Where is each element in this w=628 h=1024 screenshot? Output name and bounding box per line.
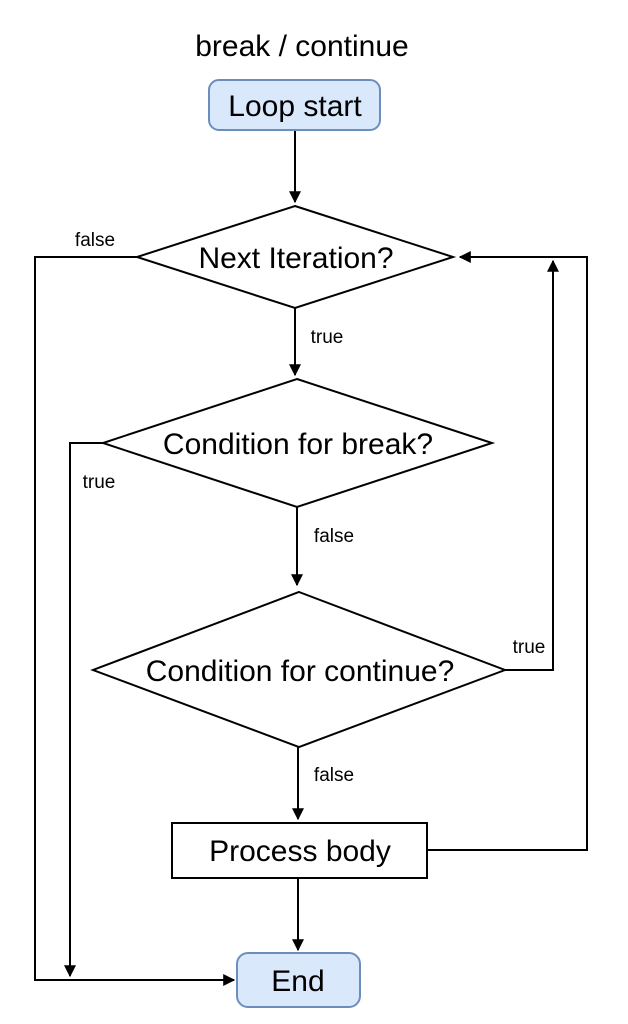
loop-start-shape [208, 79, 381, 131]
node-next-iteration: Next Iteration? [133, 204, 457, 310]
edge-nextiteration-false-to-end [34, 256, 236, 986]
loop-start-label: Loop start [228, 90, 362, 123]
edge-label-nextiteration-false: false [75, 230, 115, 251]
edge-conditionbreak-true-to-end [64, 442, 103, 978]
next-iteration-label: Next Iteration? [198, 242, 393, 275]
node-condition-continue: Condition for continue? [90, 590, 508, 749]
node-loop-start: Loop start [208, 79, 381, 131]
process-body-shape [171, 822, 428, 879]
end-label: End [271, 965, 324, 998]
condition-continue-label: Condition for continue? [146, 655, 455, 688]
diagram-title: break / continue [195, 30, 408, 63]
edge-label-conditionbreak-true: true [83, 472, 116, 493]
edge-processbody-to-nextiteration [427, 251, 588, 851]
process-body-label: Process body [209, 835, 391, 868]
condition-break-label: Condition for break? [163, 428, 433, 461]
edge-label-conditioncontinue-true: true [513, 637, 546, 658]
edge-conditioncontinue-true-to-nextiteration [505, 259, 559, 671]
node-process-body: Process body [171, 822, 428, 879]
edge-label-conditioncontinue-false: false [314, 765, 354, 786]
node-condition-break: Condition for break? [99, 377, 496, 509]
edge-label-conditionbreak-false: false [314, 526, 354, 547]
node-end: End [236, 952, 361, 1008]
end-shape [236, 952, 361, 1008]
edge-label-nextiteration-true: true [311, 327, 344, 348]
next-iteration-diamond [133, 204, 457, 310]
condition-continue-diamond [90, 590, 508, 749]
condition-break-diamond [99, 377, 496, 509]
